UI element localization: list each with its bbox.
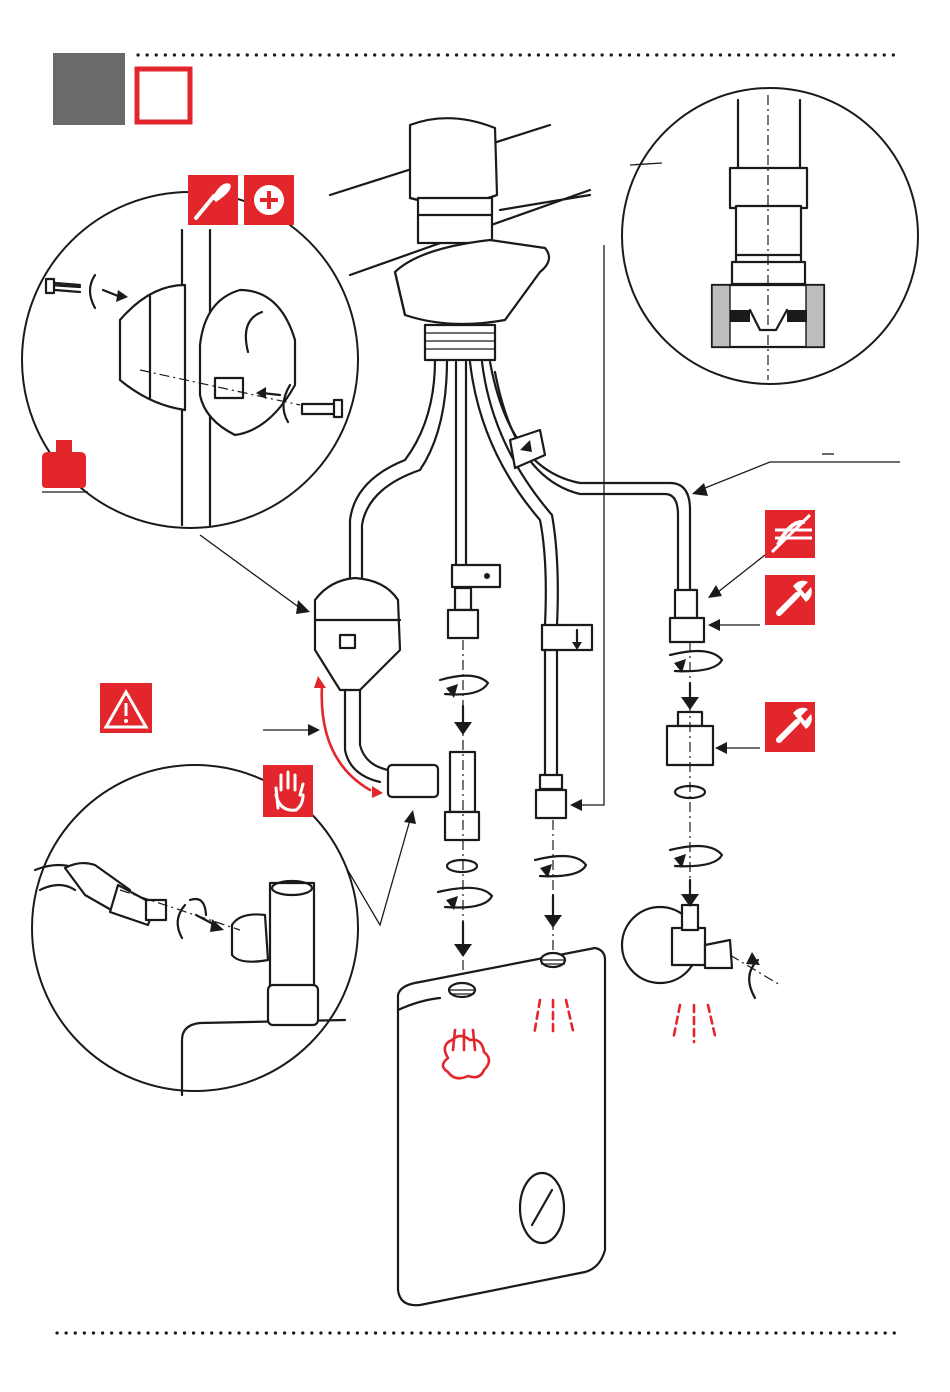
right-hose-fittings <box>622 590 732 983</box>
warning-triangle-icon <box>100 683 152 733</box>
wrench-icon-2 <box>765 702 815 752</box>
phillips-screw-icon <box>244 175 294 225</box>
step-checkbox[interactable] <box>137 69 190 122</box>
water-heater <box>398 948 716 1305</box>
hand-stop-icon <box>263 765 313 817</box>
screwdriver-icon <box>188 175 238 225</box>
detail-circle-seal <box>622 88 918 384</box>
step-number-box <box>53 53 125 125</box>
wrench-icon <box>765 575 815 625</box>
no-sealant-icon <box>765 510 815 558</box>
